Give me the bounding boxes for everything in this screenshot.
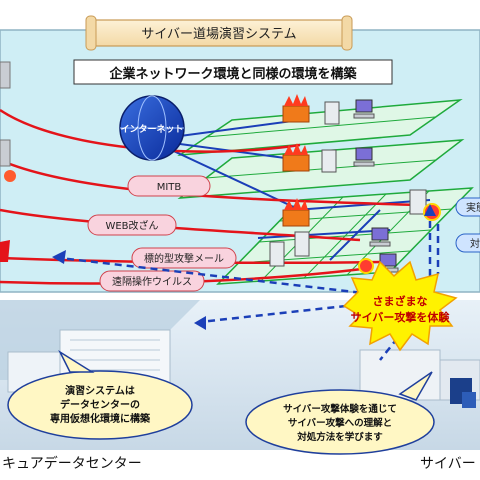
svg-text:サイバー攻撃体験を通じて: サイバー攻撃体験を通じて (283, 403, 397, 415)
svg-text:MITB: MITB (157, 182, 182, 193)
firewall-icon (282, 198, 310, 227)
network-banner: 企業ネットワーク環境と同様の環境を構築 (73, 59, 393, 85)
burst-line-1: さまざまな (373, 294, 428, 308)
server-icon (321, 149, 337, 173)
svg-text:データセンターの: データセンターの (60, 398, 140, 411)
internet-label: インターネット (120, 123, 183, 135)
pc-icon (353, 99, 375, 119)
svg-text:対処方法を学びます: 対処方法を学びます (296, 431, 383, 443)
right-label-top: 実態 (455, 197, 480, 217)
pc-icon (353, 147, 375, 167)
server-icon (409, 189, 427, 215)
server-icon (294, 231, 310, 257)
attack-label-mitb: MITB (127, 175, 211, 197)
internet-globe: インターネット (119, 95, 185, 161)
bottom-right-label: サイバー (420, 456, 476, 472)
pc-icon (369, 227, 391, 247)
arrowhead-icon (194, 316, 206, 330)
burst-line-2: サイバー攻撃を体験 (351, 310, 451, 324)
svg-text:サイバー攻撃への理解と: サイバー攻撃への理解と (288, 417, 392, 429)
header-title: サイバー道場演習システム (141, 26, 296, 42)
svg-text:WEB改ざん: WEB改ざん (105, 219, 158, 232)
attack-burst-icon (358, 258, 374, 274)
network-grid-top (177, 99, 463, 156)
svg-text:対: 対 (470, 237, 480, 250)
svg-text:専用仮想化環境に構築: 専用仮想化環境に構築 (50, 412, 151, 425)
svg-text:遠隔操作ウイルス: 遠隔操作ウイルス (112, 275, 192, 288)
arrowhead-icon (52, 250, 66, 264)
bottom-left-label: キュアデータセンター (2, 455, 142, 472)
svg-text:演習システムは: 演習システムは (65, 384, 135, 397)
attack-label-web-tamper: WEB改ざん (87, 214, 177, 236)
svg-text:標的型攻撃メール: 標的型攻撃メール (144, 252, 224, 265)
server-icon (269, 241, 285, 267)
callout-datacenter: 演習システムは データセンターの 専用仮想化環境に構築 (7, 349, 193, 440)
arrowhead-icon (424, 204, 436, 216)
attack-label-targeted-mail: 標的型攻撃メール (131, 247, 237, 269)
right-label-bottom: 対 (455, 233, 480, 253)
firewall-icon (282, 94, 310, 123)
attacker-devices (0, 61, 16, 262)
server-icon (324, 101, 340, 125)
network-banner-text: 企業ネットワーク環境と同様の環境を構築 (108, 66, 357, 82)
svg-text:実態: 実態 (466, 201, 480, 214)
header-banner: サイバー道場演習システム (85, 15, 353, 51)
attack-label-remote-virus: 遠隔操作ウイルス (99, 270, 205, 292)
attack-burst-callout: さまざまな サイバー攻撃を体験 (342, 260, 458, 352)
callout-learning: サイバー攻撃体験を通じて サイバー攻撃への理解と 対処方法を学びます (245, 371, 435, 455)
firewall-icon (282, 143, 310, 172)
